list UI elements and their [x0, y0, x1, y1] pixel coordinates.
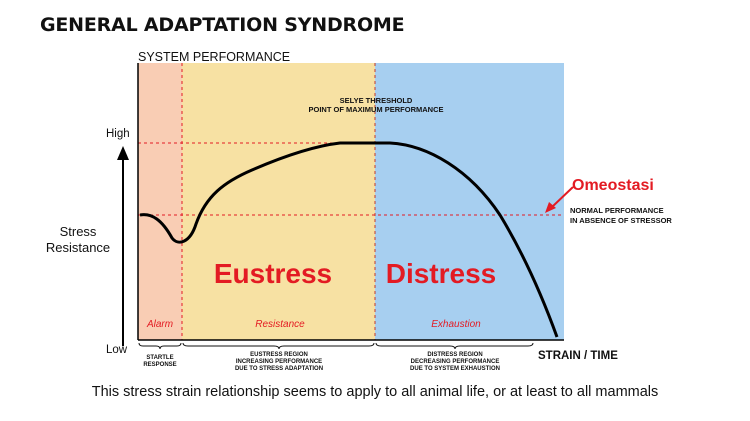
resistance-phase-label: Resistance: [255, 319, 305, 330]
selye-threshold-label: SELYE THRESHOLD: [340, 96, 413, 105]
performance-curve: [139, 141, 559, 338]
resistance-desc-3: DUE TO STRESS ADAPTATION: [235, 366, 323, 372]
resistance-region: [182, 63, 375, 340]
resistance-desc-2: INCREASING PERFORMANCE: [236, 359, 322, 365]
alarm-desc-1: STARTLE: [146, 355, 173, 361]
alarm-desc-2: RESPONSE: [143, 362, 176, 368]
stress-label-line1: Stress: [59, 224, 97, 239]
y-axis-arrowhead: [117, 146, 129, 160]
x-axis-title: STRAIN / TIME: [538, 350, 618, 362]
exhaustion-region: [375, 63, 564, 340]
eustress-label: Eustress: [214, 258, 332, 289]
exhaustion-desc-1: DISTRESS REGION: [427, 352, 482, 358]
y-low-label: Low: [106, 344, 128, 356]
y-high-label: High: [106, 128, 130, 140]
alarm-bracket: [138, 342, 182, 350]
y-axis-title: SYSTEM PERFORMANCE: [138, 50, 290, 64]
stress-resistance-label: Stress Resistance: [38, 224, 118, 256]
resistance-bracket: [182, 342, 375, 350]
omeostasi-arrowhead: [545, 202, 556, 213]
page-title: GENERAL ADAPTATION SYNDROME: [40, 14, 405, 36]
omeostasi-label: Omeostasi: [572, 177, 654, 194]
exhaustion-phase-label: Exhaustion: [431, 319, 481, 330]
exhaustion-bracket: [375, 342, 534, 350]
distress-label: Distress: [386, 258, 497, 289]
resistance-desc-1: EUSTRESS REGION: [250, 352, 308, 358]
normal-performance-label: NORMAL PERFORMANCE: [570, 206, 664, 215]
exhaustion-desc-3: DUE TO SYSTEM EXHAUSTION: [410, 366, 500, 372]
max-performance-label: POINT OF MAXIMUM PERFORMANCE: [309, 105, 444, 114]
caption: This stress strain relationship seems to…: [91, 384, 659, 400]
alarm-region: [138, 63, 182, 340]
alarm-phase-label: Alarm: [146, 319, 173, 330]
absence-of-stressor-label: IN ABSENCE OF STRESSOR: [570, 216, 672, 225]
stress-label-line2: Resistance: [45, 240, 111, 255]
exhaustion-desc-2: DECREASING PERFORMANCE: [411, 359, 500, 365]
omeostasi-arrow-line: [551, 186, 574, 208]
